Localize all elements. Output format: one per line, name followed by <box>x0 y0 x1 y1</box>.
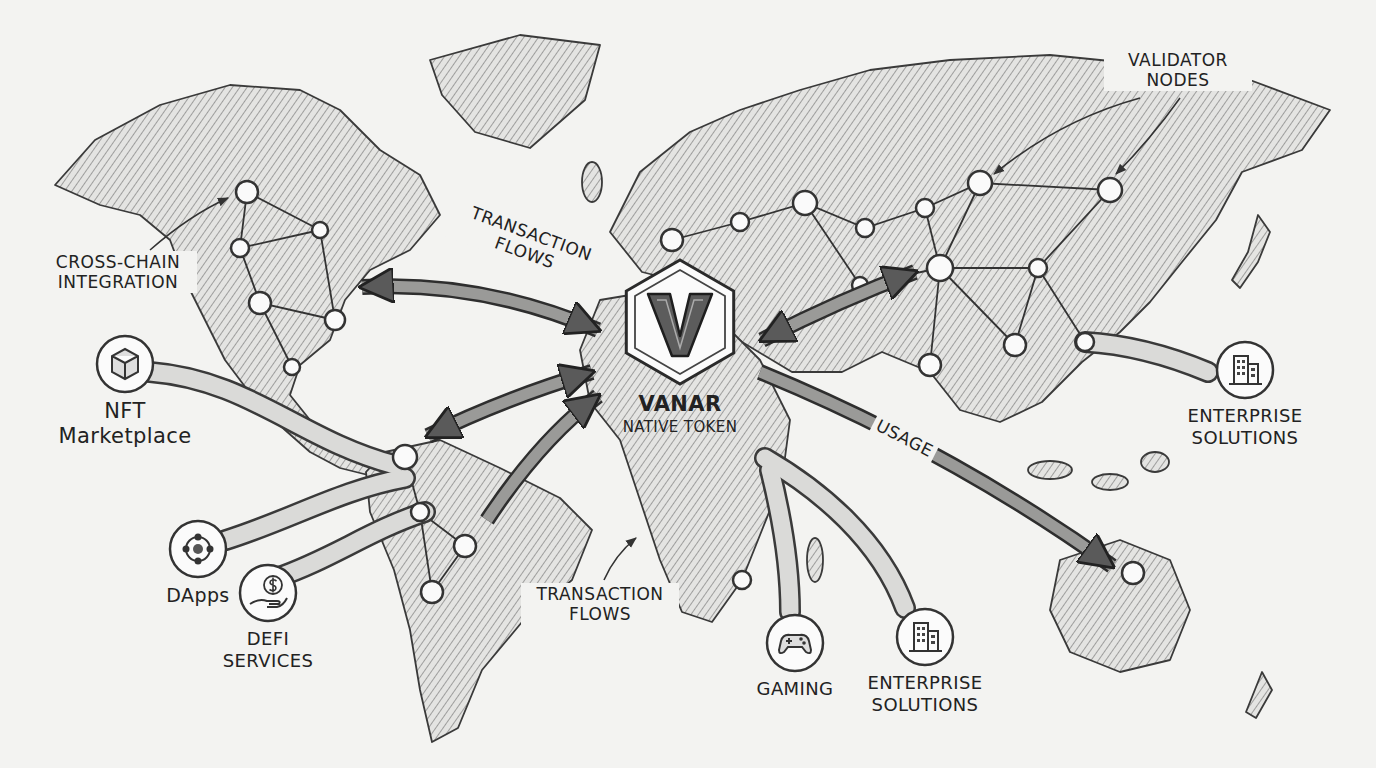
island <box>1141 452 1169 472</box>
continents <box>55 35 1330 742</box>
node-title: ENTERPRISE SOLUTIONS <box>855 672 995 715</box>
japan <box>1232 215 1270 288</box>
flow-label: TRANSACTION FLOWS <box>521 583 679 626</box>
transaction-arrows <box>362 272 1112 566</box>
node-title: DApps <box>166 584 229 607</box>
cross-chain-label: CROSS-CHAIN INTEGRATION <box>39 251 197 294</box>
node-title: DEFI SERVICES <box>213 628 323 671</box>
leader-arrow <box>1116 98 1180 174</box>
node-subtitle: NATIVE TOKEN <box>623 418 738 436</box>
leader-arrow <box>994 98 1140 174</box>
network-link <box>240 192 335 367</box>
britain <box>582 162 602 202</box>
island <box>1092 474 1128 490</box>
new-zealand <box>1246 672 1272 718</box>
cube-icon <box>94 333 156 395</box>
leader-lines <box>150 98 1180 580</box>
network-nodes <box>231 171 1144 603</box>
building-icon <box>894 606 956 668</box>
madagascar <box>807 538 823 582</box>
building-icon <box>1214 339 1276 401</box>
validator-label: VALIDATOR NODES <box>1104 49 1252 92</box>
enterprise-node: ENTERPRISE SOLUTIONS <box>1175 339 1315 448</box>
node-title: NFT Marketplace <box>50 399 200 449</box>
gaming-icon <box>764 612 826 674</box>
network-link <box>672 183 1110 365</box>
defi-icon <box>237 562 299 624</box>
flow-label: TRANSACTION FLOWS <box>442 194 615 292</box>
network-links <box>240 183 1110 592</box>
nft-marketplace-node: NFT Marketplace <box>50 333 200 449</box>
node-title: ENTERPRISE SOLUTIONS <box>1175 405 1315 448</box>
greenland <box>430 35 600 148</box>
hex-icon <box>610 256 750 388</box>
leader-arrow <box>150 198 228 250</box>
defi-node: DEFI SERVICES <box>213 562 323 671</box>
usage-label: USAGE <box>869 412 941 463</box>
enterprise-node: ENTERPRISE SOLUTIONS <box>855 606 995 715</box>
leader-arrow <box>604 538 636 580</box>
dapps-icon <box>167 518 229 580</box>
node-title: GAMING <box>757 678 834 700</box>
australia <box>1050 540 1190 672</box>
gaming-node: GAMING <box>757 612 834 700</box>
island <box>1028 461 1072 479</box>
node-title: VANAR <box>638 392 721 417</box>
native-token-hexagon: VANARNATIVE TOKEN <box>610 256 750 436</box>
dapps-node: DApps <box>166 518 229 607</box>
